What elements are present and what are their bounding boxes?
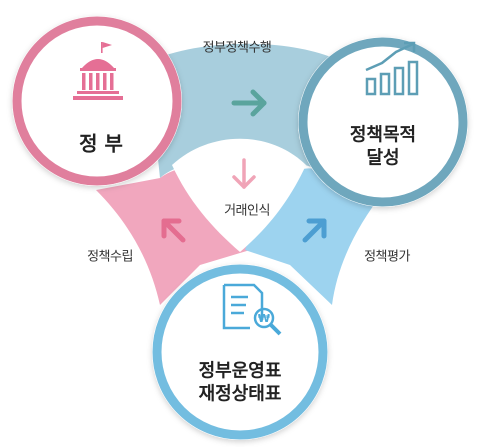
arrow-right-icon xyxy=(231,89,267,117)
goal-title-line2: 달성 xyxy=(366,147,400,168)
arrow-upleft-icon xyxy=(161,218,186,243)
link-label-center: 거래인식 xyxy=(224,203,270,219)
document-search-icon xyxy=(222,283,282,336)
goal-title: 정책목적 달성 xyxy=(350,125,416,170)
statements-title-line2: 재정상태표 xyxy=(198,383,282,404)
link-label-left: 정책수립 xyxy=(87,249,133,265)
statements-title-line1: 정부운영표 xyxy=(198,360,282,382)
bar-chart-growth-icon xyxy=(365,41,419,96)
center-lens xyxy=(172,138,306,252)
statements-title: 정부운영표 재정상태표 xyxy=(199,361,282,406)
arrow-down-icon xyxy=(232,158,256,189)
band-top xyxy=(148,43,338,178)
arrow-upright-icon xyxy=(302,218,327,243)
goal-title-line1: 정책목적 xyxy=(349,124,417,146)
government-node xyxy=(12,16,182,186)
won-symbol: ₩ xyxy=(258,312,270,325)
government-building-icon xyxy=(73,42,123,100)
government-title: 정 부 xyxy=(79,131,123,156)
goal-node xyxy=(298,37,468,207)
statements-node xyxy=(152,264,328,440)
link-label-right: 정책평가 xyxy=(364,249,410,265)
link-label-top: 정부정책수행 xyxy=(202,40,272,56)
